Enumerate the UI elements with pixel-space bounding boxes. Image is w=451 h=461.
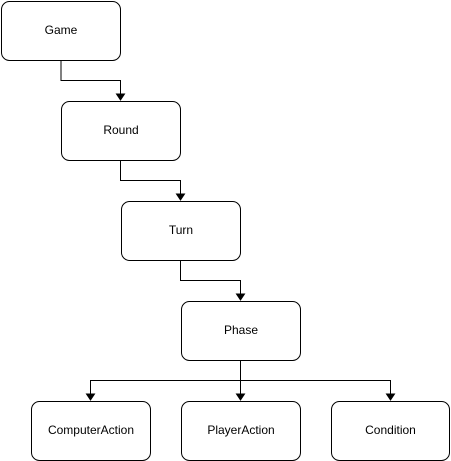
arrowhead-computeraction [85,393,96,401]
node-turn[interactable]: Turn [121,201,241,261]
node-round-label: Round [103,123,138,137]
node-phase[interactable]: Phase [181,301,301,361]
edge-turn-phase [180,261,241,295]
node-playeraction[interactable]: PlayerAction [181,401,301,461]
node-condition-label: Condition [365,423,416,437]
node-game[interactable]: Game [1,1,121,61]
arrowhead-condition [385,393,396,401]
edge-game-round [60,61,121,95]
arrowhead-turn [175,193,186,201]
node-game-label: Game [45,23,78,37]
arrowhead-phase [235,293,246,301]
edge-phase-computeraction [90,361,241,395]
node-computeraction-label: ComputerAction [48,423,134,437]
node-turn-label: Turn [169,223,193,237]
edges [60,61,396,401]
node-phase-label: Phase [224,323,258,337]
node-condition[interactable]: Condition [331,401,450,461]
edge-phase-condition [240,380,391,395]
arrowhead-round [115,93,126,101]
arrowhead-playeraction [235,393,246,401]
node-computeraction[interactable]: ComputerAction [31,401,151,461]
edge-round-turn [120,161,181,195]
node-playeraction-label: PlayerAction [207,423,274,437]
node-round[interactable]: Round [61,101,181,161]
